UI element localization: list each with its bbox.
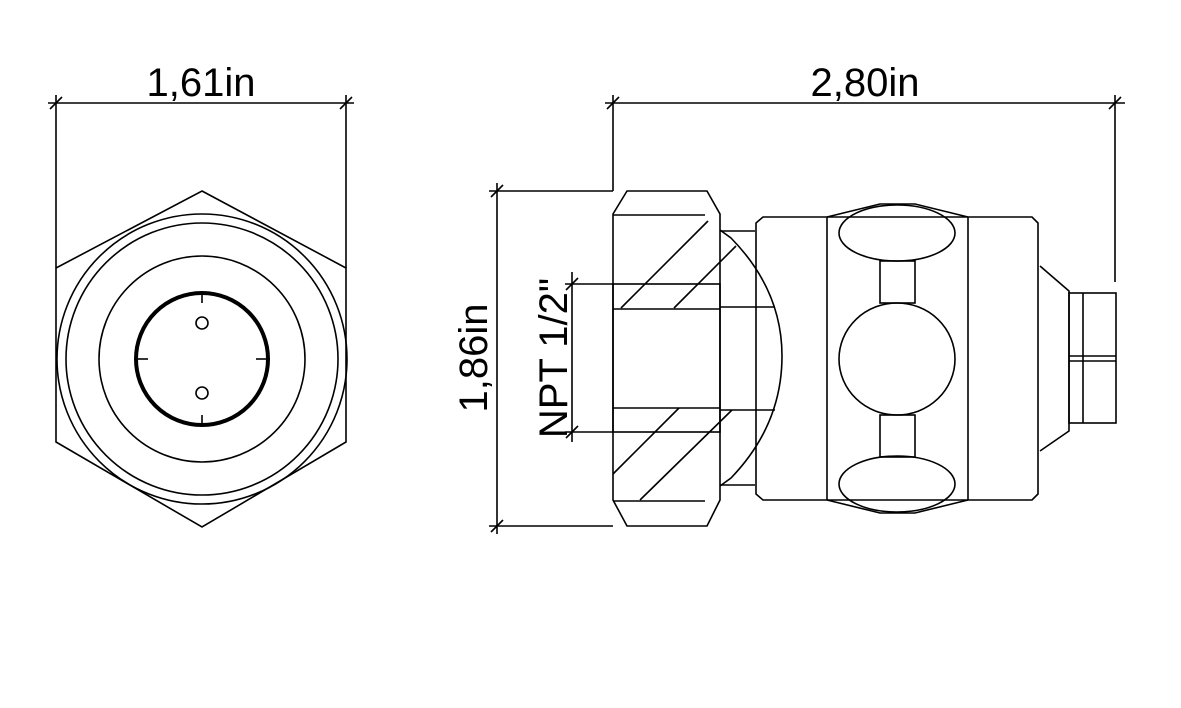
width-dimension-label: 1,61in [147, 61, 256, 105]
section-hatch [612, 220, 737, 501]
dimension-tick [490, 184, 504, 198]
neck [720, 230, 755, 486]
pin-hole-top [195, 316, 209, 330]
taper [1039, 265, 1070, 452]
nut-outline [612, 190, 721, 527]
coupler-body [755, 216, 1039, 501]
dimension-tick [565, 425, 579, 439]
dimension-tick [606, 96, 620, 110]
face-ring [98, 255, 306, 463]
bore-ring [134, 291, 270, 427]
thread-dimension-label: NPT 1/2" [532, 278, 576, 438]
dimension-tick [339, 96, 353, 110]
outer-ring [56, 213, 348, 505]
grip-bottom [838, 455, 956, 513]
grip-link [879, 260, 916, 304]
side-view: 2,80in 1,86in NPT 1/2" [452, 61, 1125, 534]
pin-hole-bottom [195, 386, 209, 400]
plug-tip [1068, 292, 1117, 424]
grip-link [879, 414, 916, 458]
front-view: 1,61in [48, 61, 354, 528]
outer-ring-2 [65, 222, 339, 496]
grip-center [838, 302, 956, 416]
sleeve-bulge [826, 203, 969, 514]
height-dimension-label: 1,86in [452, 304, 496, 413]
dimension-tick [490, 519, 504, 533]
dimension-tick [1108, 96, 1122, 110]
grip-top [838, 204, 956, 262]
dimension-tick [565, 277, 579, 291]
length-dimension-label: 2,80in [811, 61, 920, 105]
thread-bore [612, 283, 721, 433]
dome [719, 229, 783, 487]
dimension-tick [49, 96, 63, 110]
